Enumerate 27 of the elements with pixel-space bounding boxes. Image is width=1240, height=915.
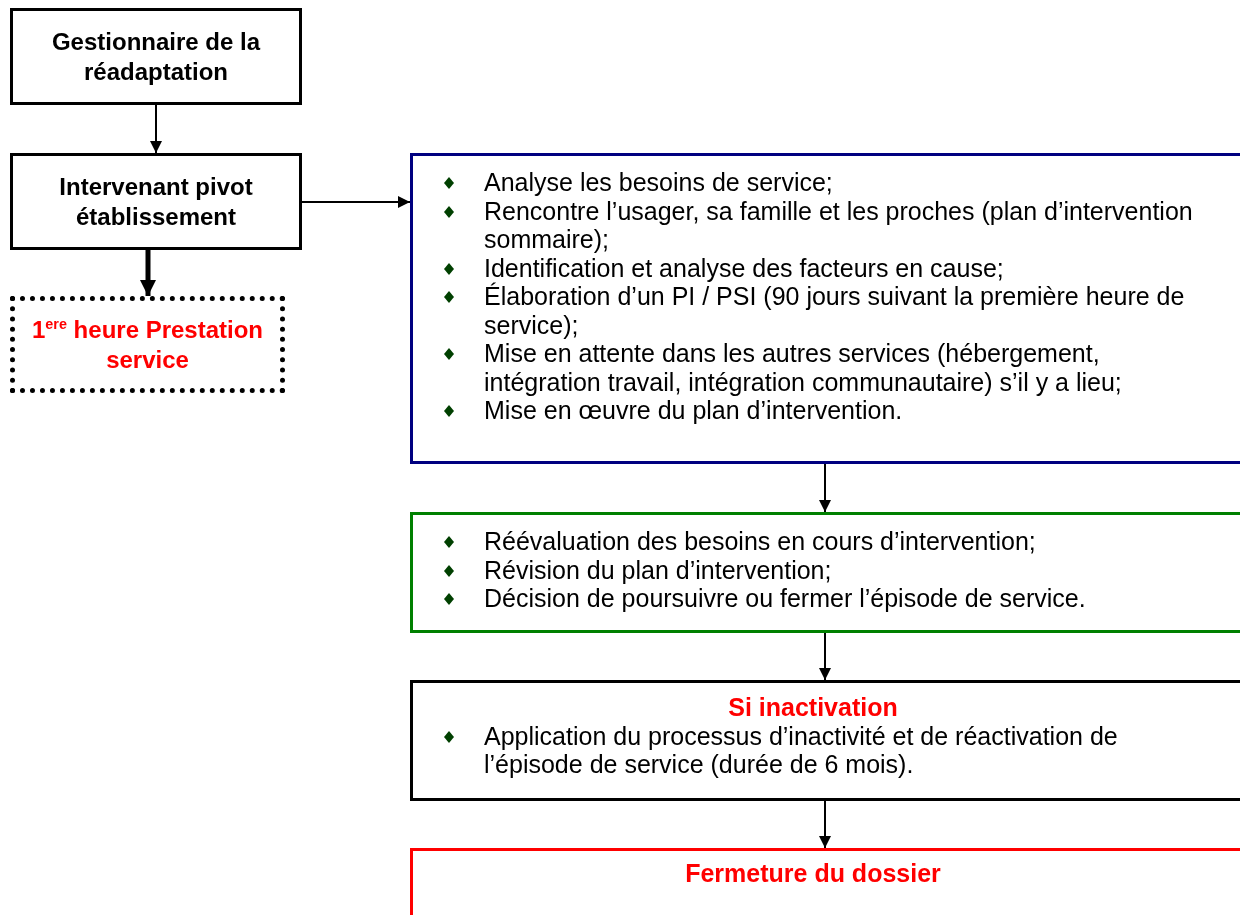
list-item: Décision de poursuivre ou fermer l’épisode de service. [484,584,1086,613]
list-item: Application du processus d’inactivité et de réactivation de l’épisode de service (durée de 6 mois). [484,721,1119,779]
box-heading: Si inactivation [727,693,899,722]
list-item: Réévaluation des besoins en cours d’intervention; [484,527,1036,556]
list-item: Analyse les besoins de service; [484,168,833,197]
milestone-box [10,296,285,393]
role-box [10,8,302,105]
arrow [301,196,411,208]
arrow [819,463,831,513]
arrow [819,632,831,681]
inactivation-box [410,680,1240,801]
arrow [150,104,162,154]
list-item: Élaboration d’un PI / PSI (90 jours suivant la première heure de service); [484,282,1186,339]
list-item: Rencontre l’usager, sa famille et les proches (plan d’intervention sommaire); [484,196,1194,254]
list-item: Mise en attente dans les autres services (hébergement, intégration travail, intégration communautaire) s’il y a lieu; [484,339,1123,396]
box-title: 1$^{ere}$ heure Prestation service [31,314,264,375]
list-item: Révision du plan d’intervention; [484,555,832,584]
box-title: Gestionnaire de la réadaptation [50,26,262,87]
box-heading: Fermeture du dossier [684,859,942,888]
list-item: Mise en œuvre du plan d’intervention. [484,396,903,425]
arrow [819,800,831,849]
task-list-box [410,153,1240,464]
review-list-box [410,512,1240,633]
arrow [140,250,156,296]
list-item: Identification et analyse des facteurs en cause; [484,253,1004,282]
role-box [10,153,302,250]
box-title: Intervenant pivot établissement [58,171,254,232]
